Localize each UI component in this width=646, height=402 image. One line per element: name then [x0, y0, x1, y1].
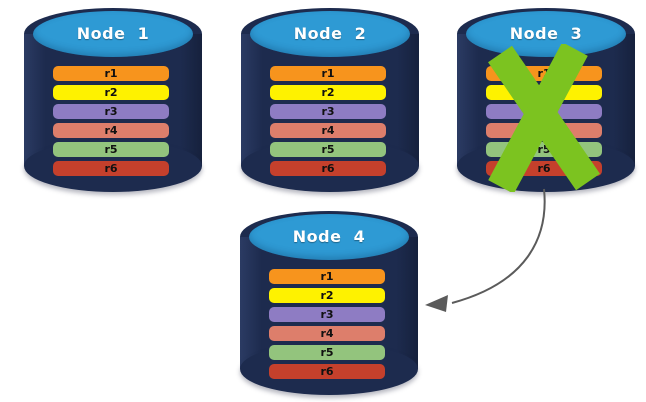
- replica-label: r6: [537, 162, 551, 175]
- replica-bar: r5: [270, 142, 386, 157]
- node-title: Node 1: [76, 24, 150, 43]
- replica-bar: r1: [270, 66, 386, 81]
- replica-label: r3: [104, 105, 118, 118]
- cylinder-top-face: [33, 11, 193, 57]
- cylinder-top-face: [250, 11, 410, 57]
- replication-arrow: [425, 188, 546, 312]
- replica-label: r1: [321, 67, 335, 80]
- node-title: Node 3: [509, 24, 583, 43]
- replica-bar: r5: [53, 142, 169, 157]
- replica-label: r5: [321, 143, 335, 156]
- node-1-cylinder: Node 1 r1 r2 r3 r4 r5 r6: [24, 8, 202, 192]
- replica-label: r4: [320, 327, 334, 340]
- replica-label: r3: [321, 105, 335, 118]
- replica-label: r5: [320, 346, 334, 359]
- cylinder-top-face: [466, 11, 626, 57]
- node-title: Node 2: [293, 24, 367, 43]
- replica-label: r4: [321, 124, 335, 137]
- cylinder-top-face: [249, 214, 409, 260]
- node-title: Node 4: [292, 227, 366, 246]
- replica-label: r6: [321, 162, 335, 175]
- replica-bar: r2: [269, 288, 385, 303]
- replica-bar: r3: [53, 104, 169, 119]
- replica-label: r6: [104, 162, 118, 175]
- replica-bar: r1: [269, 269, 385, 284]
- replica-bar: r6: [270, 161, 386, 176]
- replica-label: r2: [104, 86, 118, 99]
- replica-bar: r3: [270, 104, 386, 119]
- replica-bar: r4: [269, 326, 385, 341]
- failure-cross-icon: [488, 44, 600, 192]
- replica-bar: r6: [269, 364, 385, 379]
- replica-bar: r6: [53, 161, 169, 176]
- replica-label: r1: [320, 270, 334, 283]
- replica-label: r6: [320, 365, 334, 378]
- replica-label: r3: [320, 308, 334, 321]
- replica-label: r2: [320, 289, 334, 302]
- cross-stroke: [488, 44, 588, 192]
- replica-bar: r4: [53, 123, 169, 138]
- replica-label: r4: [104, 124, 118, 137]
- arrow-head: [425, 295, 448, 312]
- node-4-cylinder: Node 4 r1 r2 r3 r4 r5 r6: [240, 211, 418, 395]
- replica-bar: r2: [270, 85, 386, 100]
- replica-bar: r4: [270, 123, 386, 138]
- replica-list: r1 r2 r3 r4 r5 r6: [270, 66, 386, 176]
- replica-label: r2: [321, 86, 335, 99]
- replica-list: r1 r2 r3 r4 r5 r6: [269, 269, 385, 379]
- replica-label: r5: [104, 143, 118, 156]
- replica-bar: r3: [269, 307, 385, 322]
- replica-bar: r1: [53, 66, 169, 81]
- replica-label: r1: [104, 67, 118, 80]
- replica-bar: r2: [53, 85, 169, 100]
- replica-bar: r5: [269, 345, 385, 360]
- replica-list: r1 r2 r3 r4 r5 r6: [53, 66, 169, 176]
- node-2-cylinder: Node 2 r1 r2 r3 r4 r5 r6: [241, 8, 419, 192]
- arrow-line: [451, 188, 546, 304]
